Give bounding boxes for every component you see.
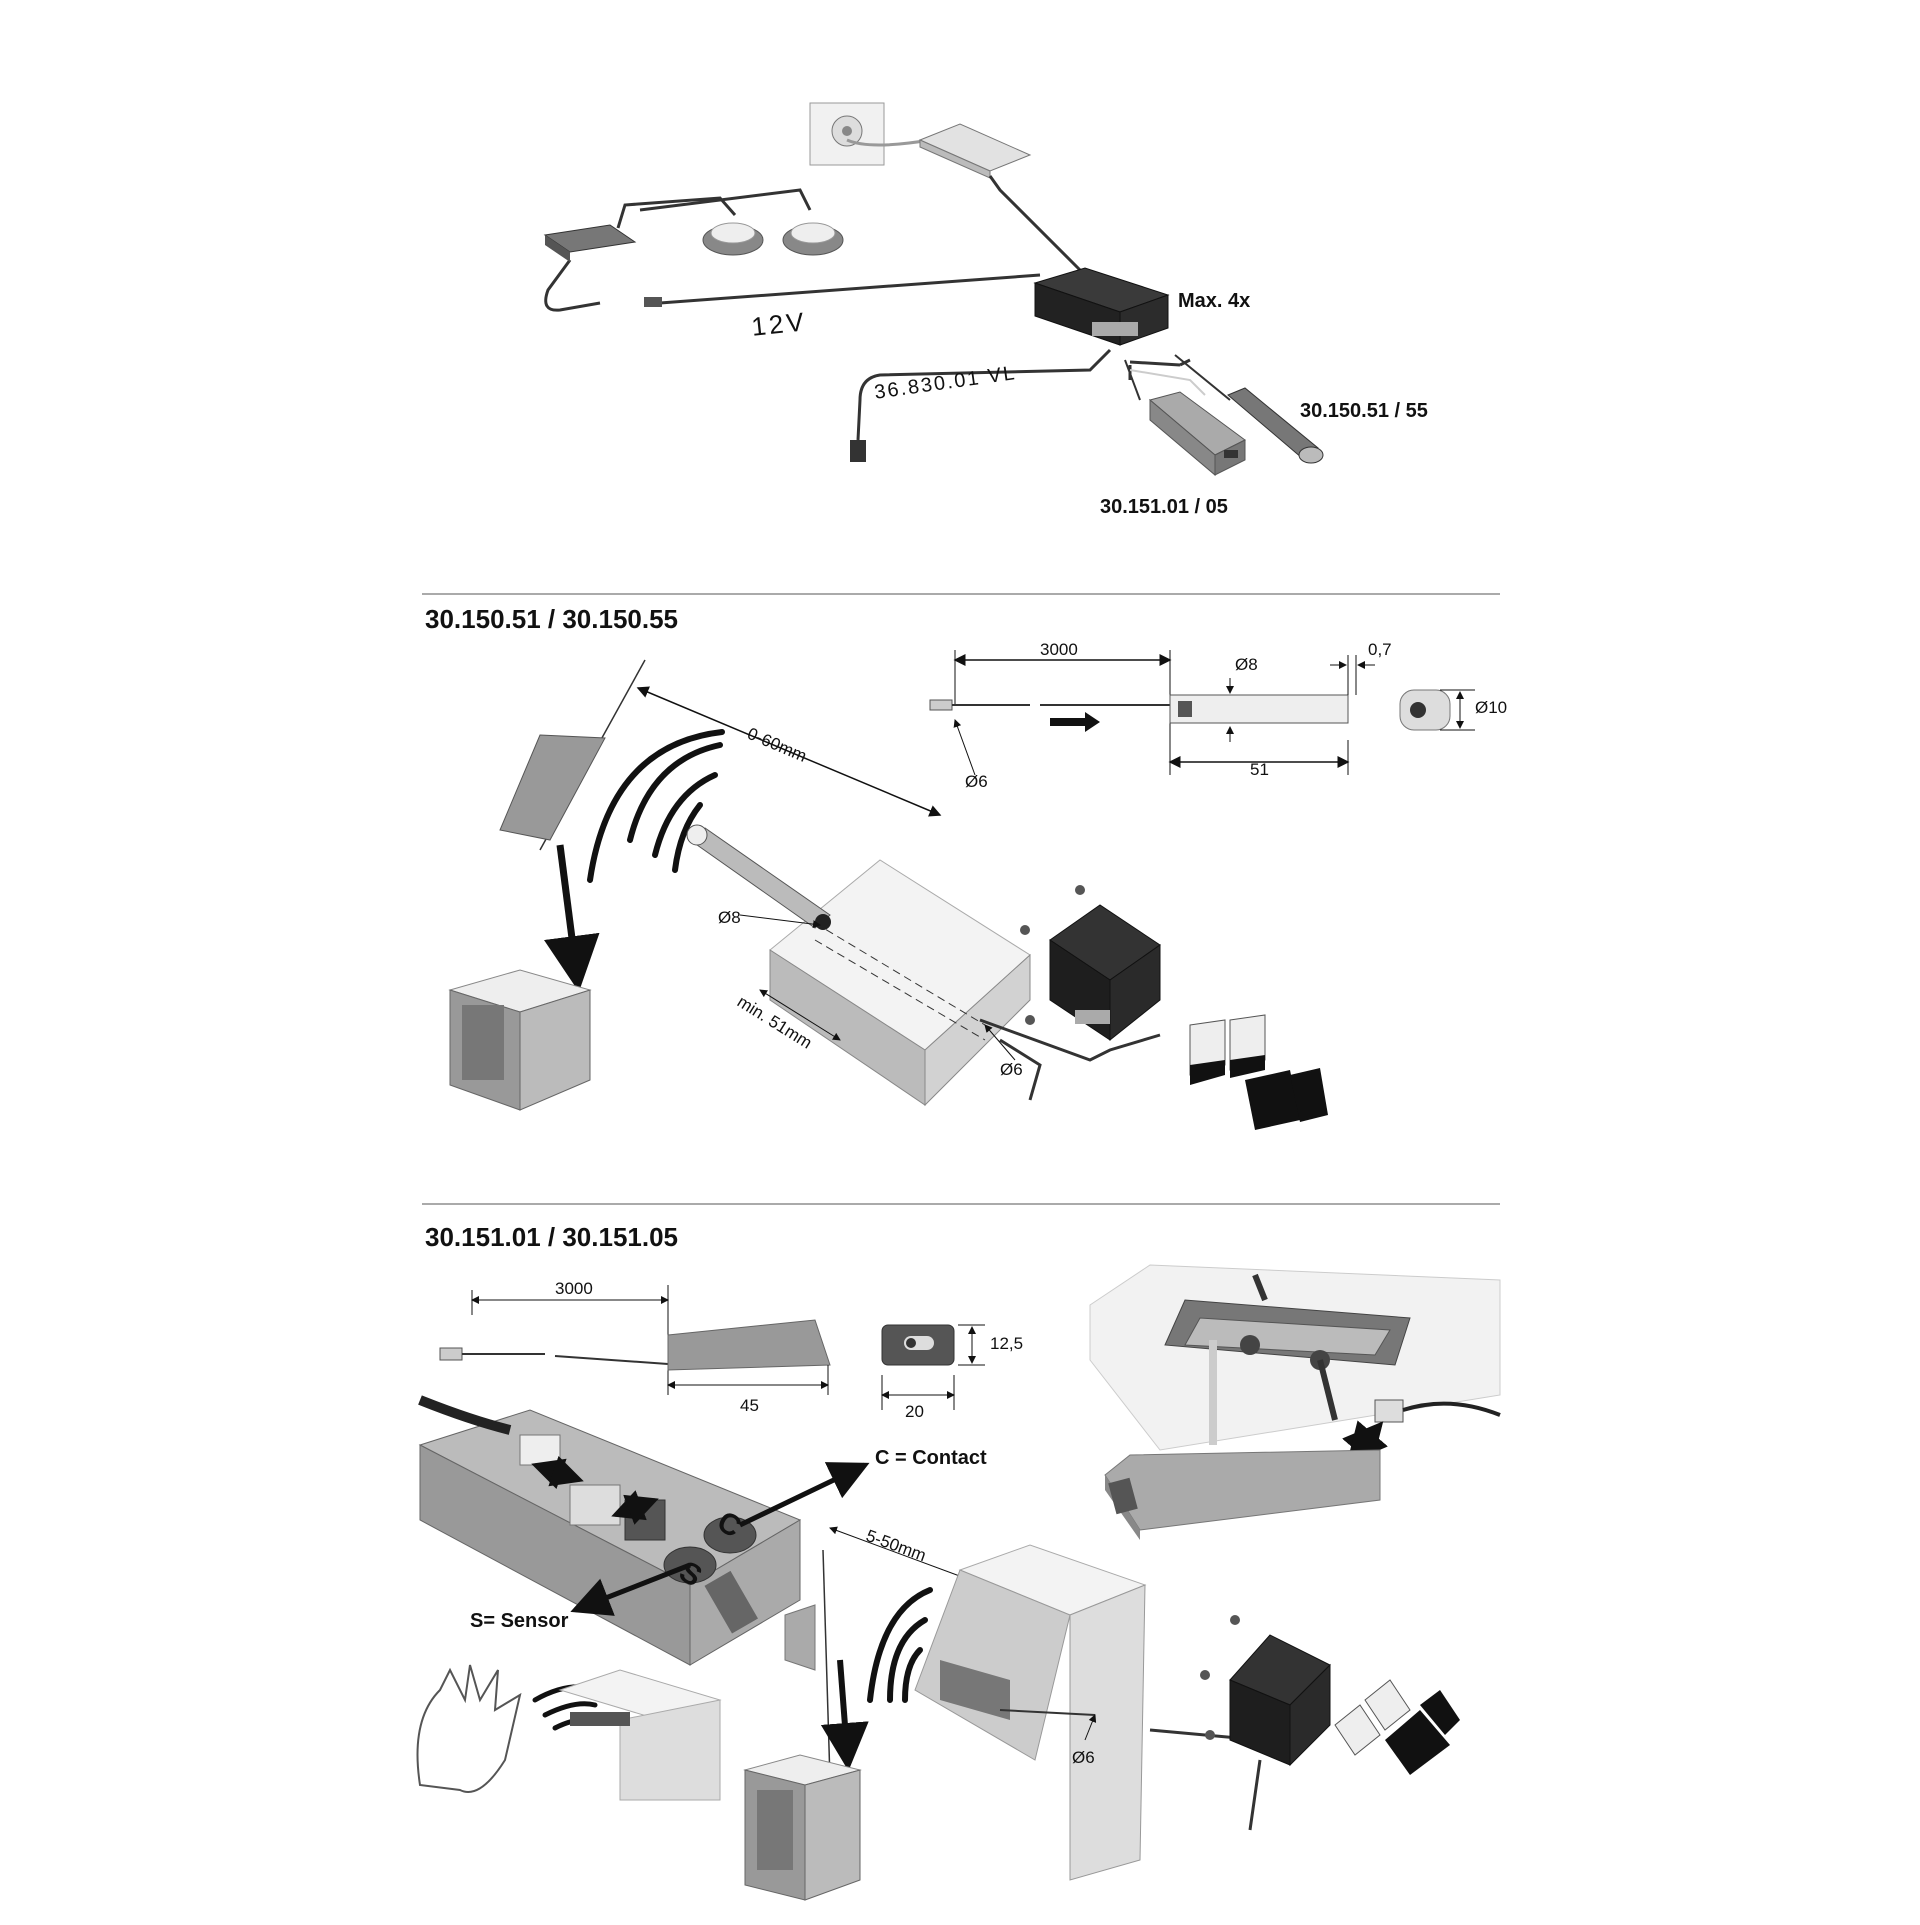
shelf-with-block-sensor bbox=[914, 1544, 1147, 1881]
cable-connector bbox=[850, 440, 866, 462]
dim-diameter-drill: Ø8 bbox=[718, 908, 741, 927]
cabinet-icon bbox=[448, 969, 592, 1111]
led-distributor bbox=[543, 224, 637, 262]
distance-arrow-2 bbox=[829, 1526, 966, 1580]
stick-sensor bbox=[1174, 354, 1324, 464]
block-sensor-dimension-drawing bbox=[439, 1285, 985, 1410]
section-1-title: 30.150.51 / 30.150.55 bbox=[425, 604, 679, 634]
dim-cable-length-1: 3000 bbox=[1040, 640, 1078, 659]
label-max-connections: Max. 4x bbox=[1178, 290, 1251, 312]
dim-height-block: 12,5 bbox=[990, 1334, 1024, 1353]
dim-width-block: 20 bbox=[905, 1402, 924, 1421]
under-shelf-mount bbox=[1089, 1264, 1501, 1465]
screw-icons-2 bbox=[1200, 1615, 1240, 1740]
distance-arrow bbox=[636, 686, 942, 817]
section-1-diagram bbox=[448, 650, 1475, 1130]
dim-diameter-cable: Ø6 bbox=[965, 772, 988, 791]
section-2-title: 30.151.01 / 30.151.05 bbox=[425, 1222, 679, 1252]
hand-icon bbox=[416, 1664, 522, 1793]
dim-diameter-drill-cable: Ø6 bbox=[1000, 1060, 1023, 1079]
spot-light-1 bbox=[702, 222, 764, 256]
power-supply bbox=[918, 123, 1032, 179]
stick-sensor-inserted bbox=[686, 824, 831, 930]
adhesive-pads-2 bbox=[1334, 1679, 1460, 1775]
stick-sensor-dimension-drawing bbox=[929, 650, 1475, 776]
label-12v: 12V bbox=[750, 306, 809, 342]
door-flap-2 bbox=[784, 1604, 816, 1671]
wiring-diagram bbox=[543, 102, 1324, 477]
label-stick-sensor-part: 30.150.51 / 55 bbox=[1300, 400, 1428, 422]
block-sensor-housing bbox=[418, 1395, 802, 1666]
detection-waves-2 bbox=[867, 1587, 933, 1703]
sensor-pointer bbox=[570, 1562, 691, 1616]
small-shelf bbox=[558, 1669, 722, 1801]
screw-icons bbox=[1020, 885, 1085, 1025]
section-2-diagram bbox=[416, 1264, 1501, 1901]
door-flap bbox=[499, 734, 606, 841]
spot-light-2 bbox=[782, 222, 844, 256]
adhesive-pads bbox=[1189, 1014, 1328, 1130]
control-box-mount-2 bbox=[1229, 1634, 1331, 1767]
label-block-sensor-part: 30.151.01 / 05 bbox=[1100, 496, 1228, 518]
block-sensor-3d bbox=[1104, 1449, 1381, 1540]
shelf-board bbox=[769, 859, 1031, 1107]
callout-contact: C = Contact bbox=[875, 1447, 987, 1469]
dim-diameter-body: Ø8 bbox=[1235, 655, 1258, 674]
wall-socket bbox=[809, 102, 885, 166]
dim-cable-length-2: 3000 bbox=[555, 1279, 593, 1298]
dim-length-block: 45 bbox=[740, 1396, 759, 1415]
control-box-mount bbox=[1049, 904, 1161, 1042]
dim-lip: 0,7 bbox=[1368, 640, 1392, 659]
cabinet-icon-2 bbox=[743, 1754, 862, 1901]
contact-pointer bbox=[738, 1462, 870, 1528]
dim-length-body: 51 bbox=[1250, 760, 1269, 779]
control-box bbox=[1033, 267, 1170, 346]
dim-diameter-head: Ø10 bbox=[1475, 698, 1508, 717]
detection-waves bbox=[587, 729, 725, 883]
dim-diameter-cable-2: Ø6 bbox=[1072, 1748, 1095, 1767]
block-sensor bbox=[1124, 359, 1246, 477]
callout-sensor: S= Sensor bbox=[470, 1610, 569, 1632]
